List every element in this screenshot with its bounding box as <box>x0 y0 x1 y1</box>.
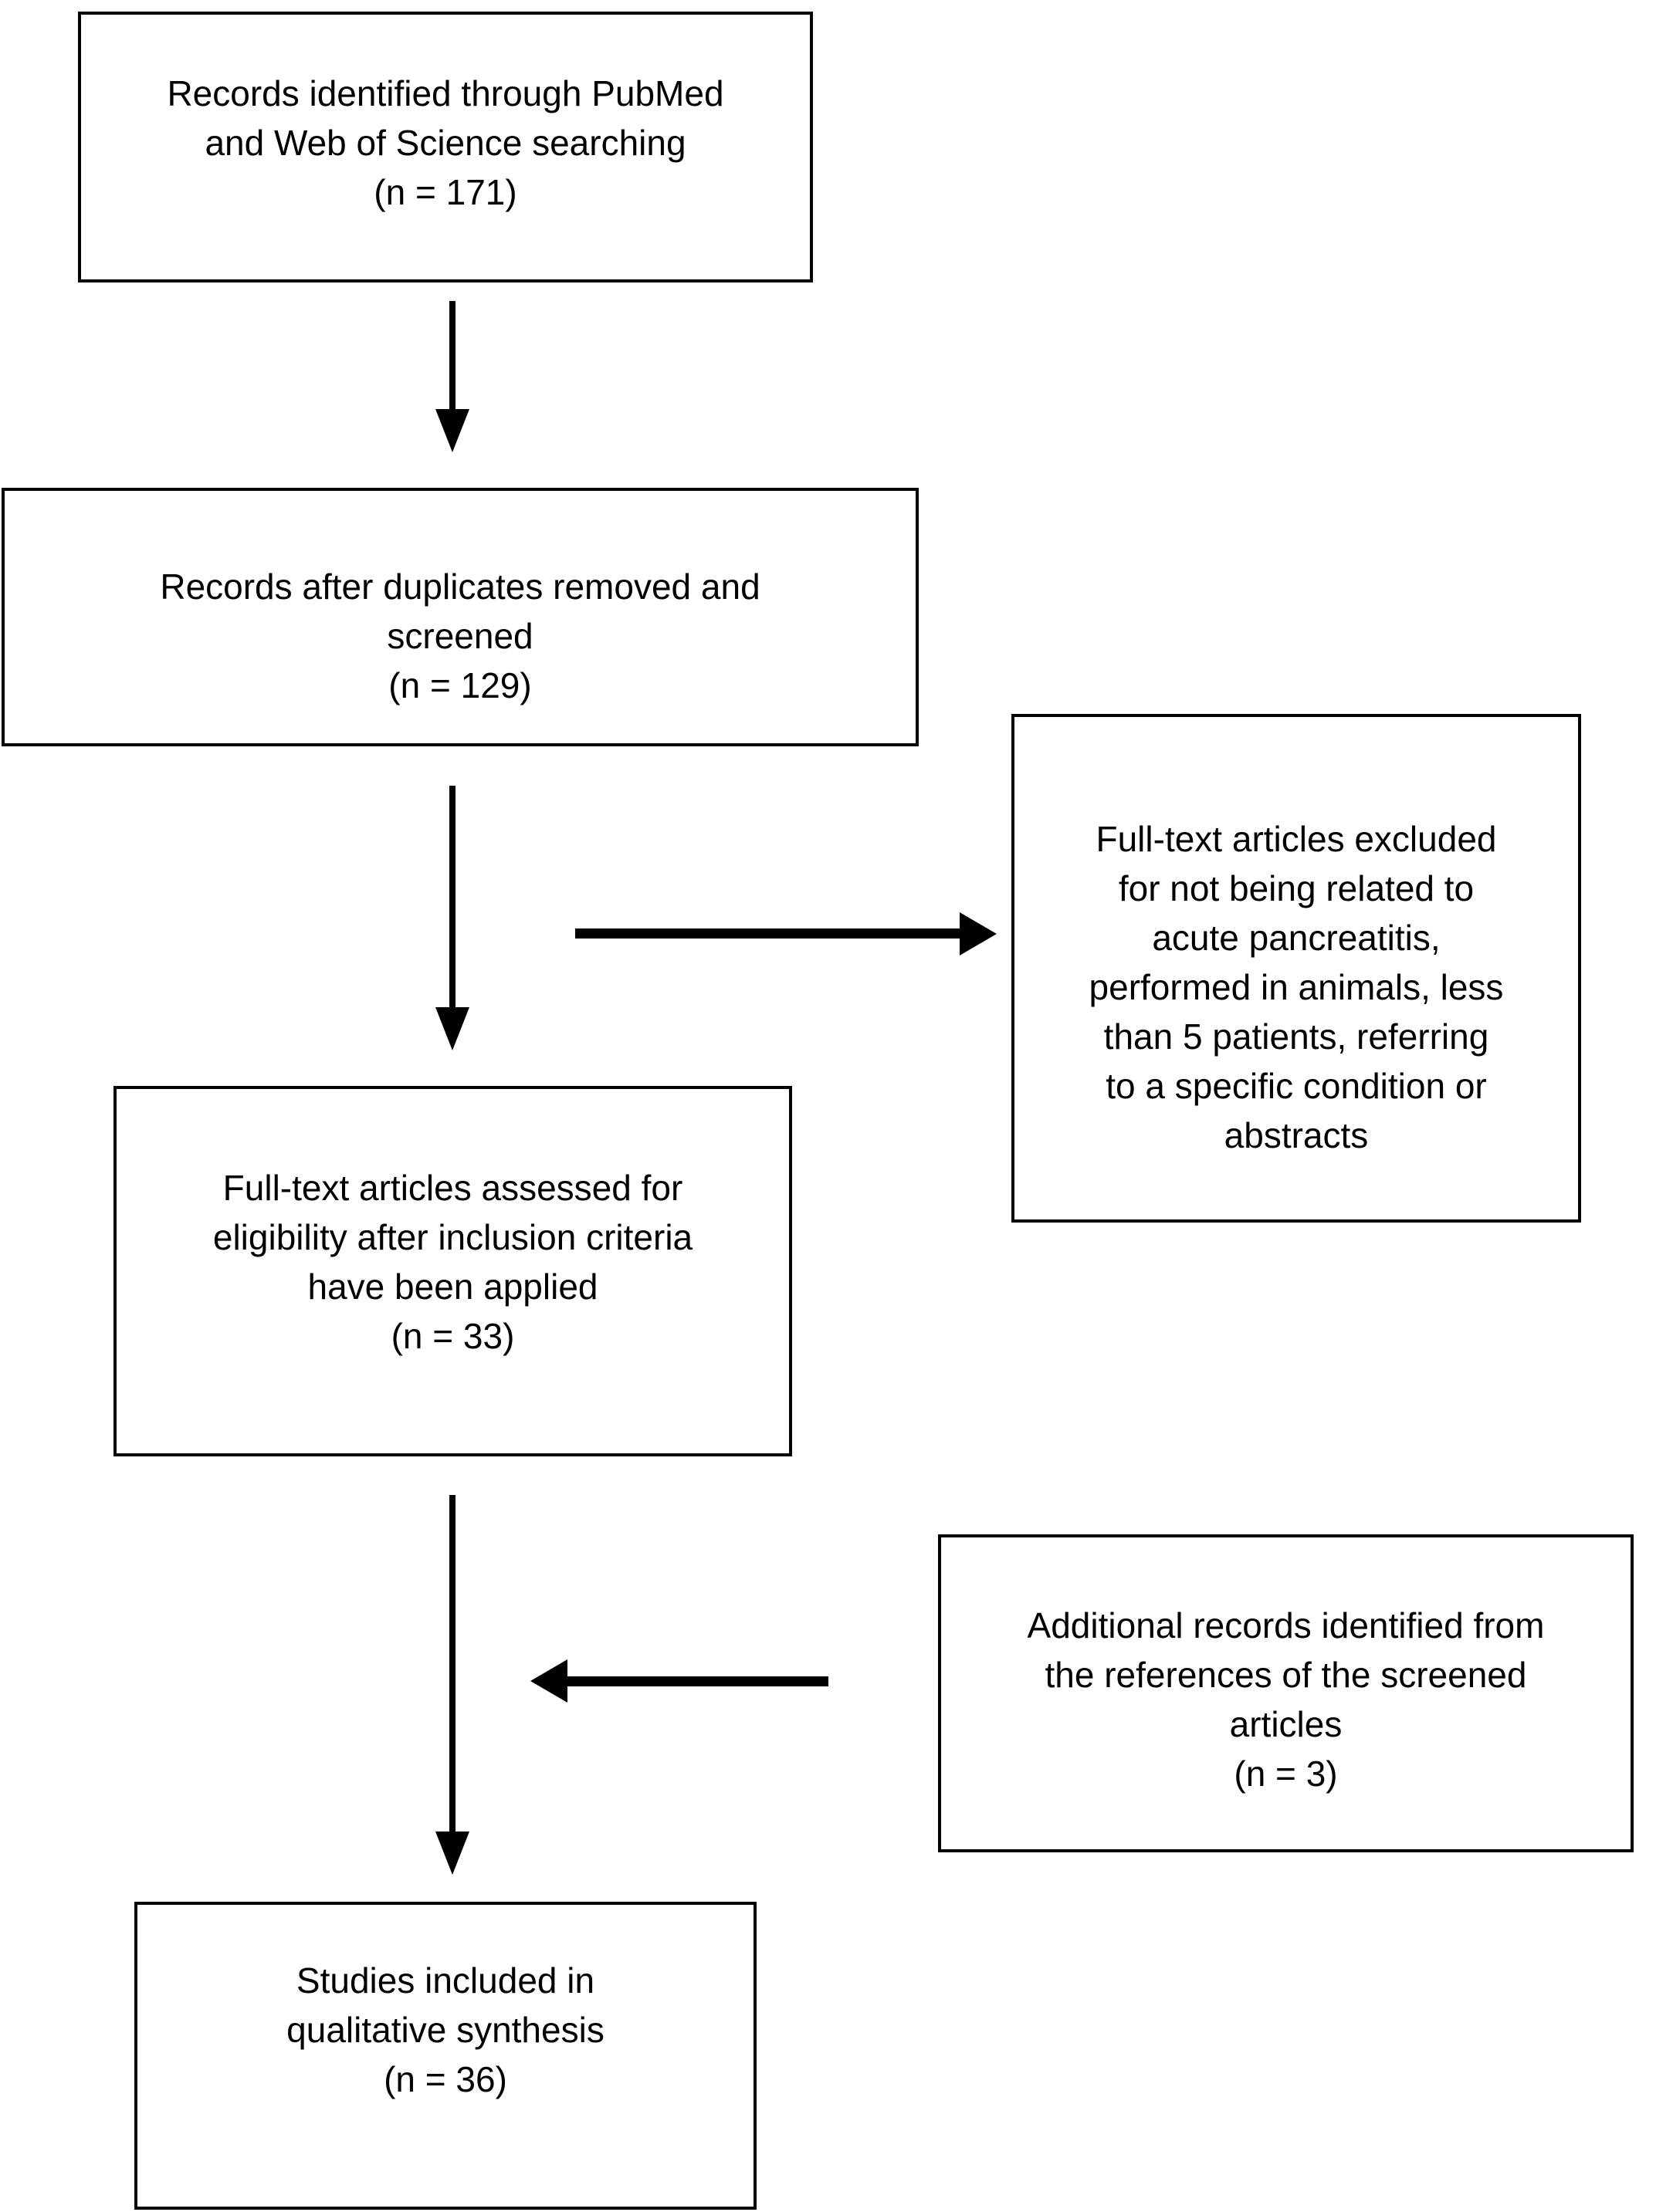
arrow-assessed-to-included-head <box>435 1831 469 1875</box>
box-studies-included-line: Studies included in <box>296 1960 595 2001</box>
box-studies-included-line: qualitative synthesis <box>286 2010 605 2050</box>
arrow-additional-to-flow-shaft <box>566 1676 828 1686</box>
arrow-screened-to-assessed-shaft <box>449 786 456 1008</box>
arrow-additional-to-flow-head <box>530 1659 567 1703</box>
box-records-screened-count: (n = 129) <box>388 665 532 705</box>
box-studies-included: Studies included in qualitative synthesi… <box>134 1902 757 2210</box>
arrow-identified-to-screened-shaft <box>449 301 456 411</box>
box-fulltext-excluded-line: for not being related to <box>1118 868 1475 908</box>
box-fulltext-excluded-line: to a specific condition or <box>1106 1066 1487 1106</box>
arrow-assessed-to-included-shaft <box>449 1495 456 1832</box>
box-fulltext-assessed-count: (n = 33) <box>391 1316 515 1356</box>
box-studies-included-count: (n = 36) <box>384 2059 507 2099</box>
box-fulltext-assessed-line: eligibility after inclusion criteria <box>212 1217 693 1257</box>
arrow-screened-to-assessed-head <box>435 1007 469 1050</box>
box-additional-records-count: (n = 3) <box>1234 1754 1338 1794</box>
box-fulltext-excluded-line: acute pancreatitis, <box>1152 918 1441 958</box>
box-fulltext-assessed-line: Full-text articles assessed for <box>222 1168 683 1208</box>
box-records-identified-line: Records identified through PubMed <box>167 73 724 113</box>
arrow-identified-to-screened-head <box>435 409 469 452</box>
box-records-identified-line: and Web of Science searching <box>205 123 686 163</box>
box-fulltext-excluded-line: abstracts <box>1224 1115 1369 1155</box>
box-records-screened: Records after duplicates removed and scr… <box>2 488 919 746</box>
box-fulltext-assessed: Full-text articles assessed for eligibil… <box>113 1086 792 1456</box>
box-fulltext-excluded-line: performed in animals, less <box>1089 967 1504 1007</box>
box-fulltext-excluded-line: than 5 patients, referring <box>1103 1016 1489 1057</box>
box-additional-records-line: articles <box>1229 1704 1343 1744</box>
box-additional-records-line: the references of the screened <box>1045 1655 1527 1695</box>
box-fulltext-excluded: Full-text articles excluded for not bein… <box>1011 714 1581 1223</box>
box-records-screened-line: Records after duplicates removed and <box>160 567 760 607</box>
box-fulltext-excluded-line: Full-text articles excluded <box>1096 819 1497 859</box>
box-records-identified-count: (n = 171) <box>374 172 517 212</box>
arrow-screened-to-excluded-shaft <box>575 928 961 939</box>
box-additional-records: Additional records identified from the r… <box>938 1534 1634 1852</box>
box-additional-records-line: Additional records identified from <box>1027 1605 1545 1645</box>
box-records-identified: Records identified through PubMed and We… <box>78 12 813 282</box>
box-records-screened-line: screened <box>387 616 533 656</box>
arrow-screened-to-excluded-head <box>960 912 997 955</box>
box-fulltext-assessed-line: have been applied <box>307 1267 598 1307</box>
